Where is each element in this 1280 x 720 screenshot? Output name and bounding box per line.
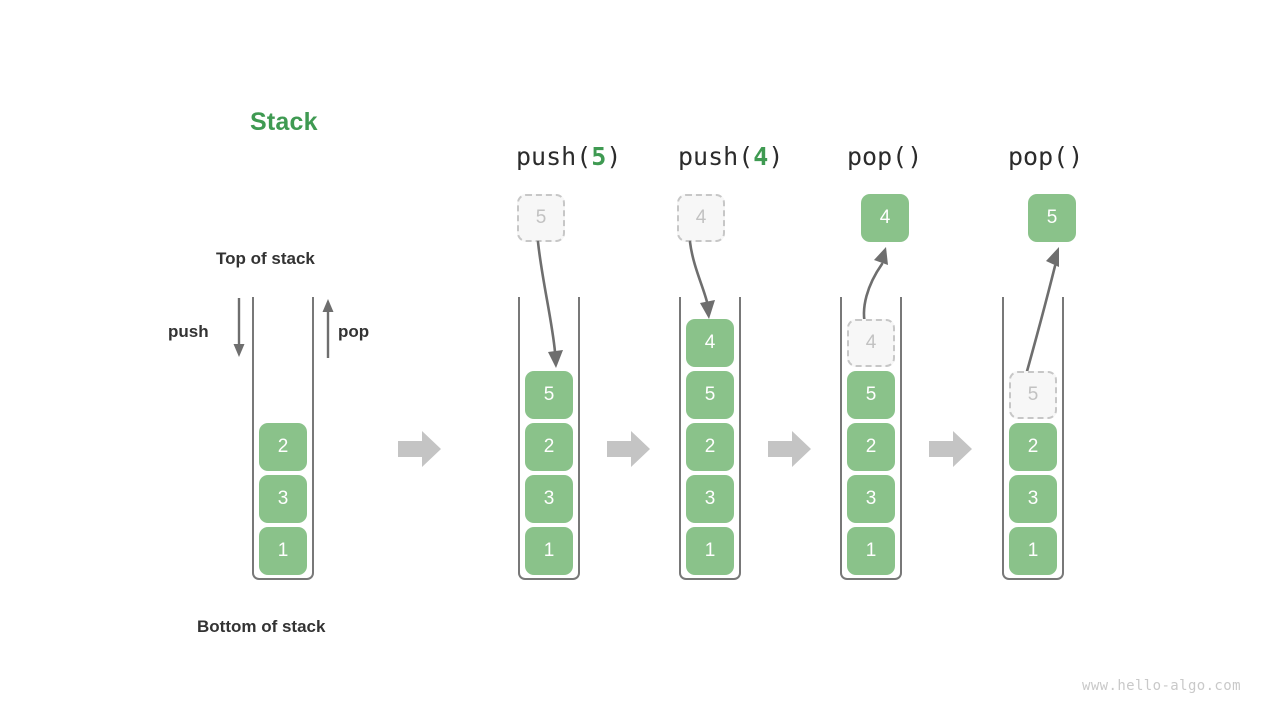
stack-cell: 5 (847, 371, 895, 419)
pop-up-arrow-icon (322, 299, 334, 358)
stack-cell: 2 (259, 423, 307, 471)
stack-container-pop1 (840, 297, 902, 580)
stack-cell-value: 4 (865, 332, 877, 353)
caption-arg: 4 (753, 142, 769, 171)
stack-cell: 3 (1009, 475, 1057, 523)
stack-cell-value: 5 (865, 384, 877, 405)
stack-container-pop2 (1002, 297, 1064, 580)
transition-arrow-icon (607, 431, 650, 467)
caption-text: push( (678, 142, 754, 171)
stack-cell-value: 3 (704, 488, 716, 509)
stack-cell: 1 (686, 527, 734, 575)
floating-cell-pop2: 5 (1028, 194, 1076, 242)
stack-cell: 1 (525, 527, 573, 575)
stack-cell-value: 2 (865, 436, 877, 457)
stack-cell: 4 (847, 319, 895, 367)
stack-cell: 1 (1009, 527, 1057, 575)
floating-cell-value: 4 (879, 207, 891, 228)
label-top-of-stack: Top of stack (216, 249, 315, 268)
page-title: Stack (250, 108, 318, 136)
caption-push4: push(4) (678, 142, 783, 171)
stack-cell-value: 1 (865, 540, 877, 561)
watermark: www.hello-algo.com (1082, 678, 1241, 694)
caption-text: push( (516, 142, 592, 171)
stack-cell: 1 (847, 527, 895, 575)
caption-suffix: ) (907, 142, 923, 171)
transition-arrow-icon (398, 431, 441, 467)
stack-cell: 2 (847, 423, 895, 471)
caption-suffix: ) (1068, 142, 1084, 171)
stack-container-push4 (679, 297, 741, 580)
caption-pop2: pop() (1008, 142, 1083, 171)
stack-cell: 2 (1009, 423, 1057, 471)
push5-motion-arrow-icon (536, 240, 563, 368)
stack-cell: 5 (686, 371, 734, 419)
stack-cell: 4 (686, 319, 734, 367)
label-push: push (168, 322, 209, 341)
stack-cell-value: 5 (543, 384, 555, 405)
stack-cell-value: 2 (1027, 436, 1039, 457)
floating-cell-value: 5 (535, 207, 547, 228)
stack-cell: 1 (259, 527, 307, 575)
stack-cell: 3 (259, 475, 307, 523)
caption-push5: push(5) (516, 142, 621, 171)
stack-container-initial (252, 297, 314, 580)
stack-cell: 5 (525, 371, 573, 419)
floating-cell-push4: 4 (677, 194, 725, 242)
stack-cell-value: 1 (543, 540, 555, 561)
caption-text: pop( (847, 142, 908, 171)
stack-cell-value: 1 (277, 540, 289, 561)
stack-cell-value: 5 (704, 384, 716, 405)
stack-cell: 2 (686, 423, 734, 471)
transition-arrow-icon (768, 431, 811, 467)
stack-cell-value: 3 (543, 488, 555, 509)
stack-cell: 3 (525, 475, 573, 523)
transition-arrow-icon (929, 431, 972, 467)
stack-cell: 3 (847, 475, 895, 523)
floating-cell-push5: 5 (517, 194, 565, 242)
floating-cell-value: 4 (695, 207, 707, 228)
caption-suffix: ) (606, 142, 622, 171)
stack-cell: 3 (686, 475, 734, 523)
label-bottom-of-stack: Bottom of stack (197, 617, 326, 636)
stack-cell-value: 2 (277, 436, 289, 457)
stack-cell-value: 2 (704, 436, 716, 457)
stack-cell: 2 (525, 423, 573, 471)
stack-cell-value: 4 (704, 332, 716, 353)
stack-cell-value: 5 (1027, 384, 1039, 405)
label-pop: pop (338, 322, 370, 341)
stack-cell: 5 (1009, 371, 1057, 419)
caption-pop1: pop() (847, 142, 922, 171)
stack-cell-value: 1 (704, 540, 716, 561)
floating-cell-pop1: 4 (861, 194, 909, 242)
stack-cell-value: 3 (277, 488, 289, 509)
caption-arg: 5 (591, 142, 607, 171)
stack-cell-value: 3 (865, 488, 877, 509)
stack-container-push5 (518, 297, 580, 580)
floating-cell-value: 5 (1046, 207, 1058, 228)
stack-cell-value: 3 (1027, 488, 1039, 509)
caption-text: pop( (1008, 142, 1069, 171)
push-down-arrow-icon (233, 298, 245, 357)
stack-cell-value: 2 (543, 436, 555, 457)
push4-motion-arrow-icon (688, 240, 715, 319)
stack-cell-value: 1 (1027, 540, 1039, 561)
caption-suffix: ) (768, 142, 784, 171)
